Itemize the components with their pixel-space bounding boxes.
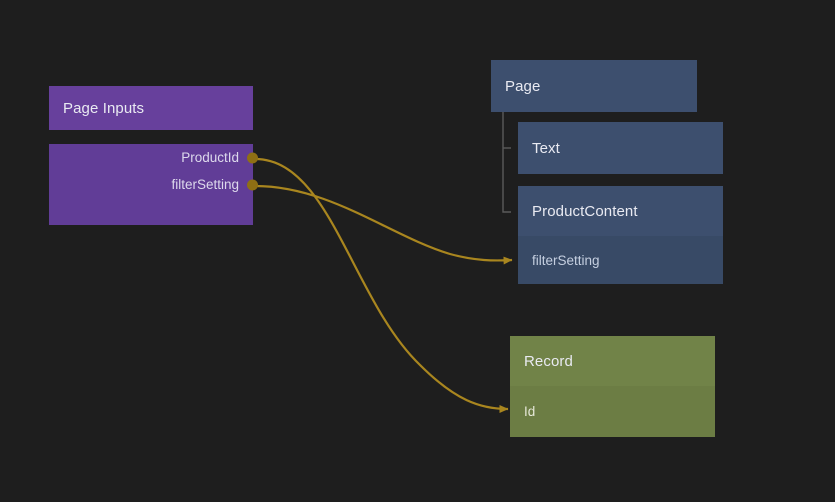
node-record[interactable]: Record Id [510,336,715,437]
port-row-filtersetting[interactable]: filterSetting [49,171,258,198]
port-dot-filtersetting[interactable] [247,179,258,190]
edge-filtersetting-to-productcontent [254,184,513,265]
tree-bracket-connector [502,112,511,213]
node-productcontent-body: filterSetting [518,236,723,284]
port-label-productcontent-filtersetting: filterSetting [532,252,600,268]
node-record-body: Id [510,386,715,437]
node-page-title: Page [505,77,541,95]
node-page-inputs-title: Page Inputs [63,99,145,117]
node-page-inputs-body: ProductId filterSetting [49,144,258,225]
node-record-header[interactable]: Record [510,336,715,386]
edge-productid-to-record-id [254,157,509,413]
port-row-productcontent-filtersetting[interactable]: filterSetting [518,236,723,284]
port-dot-productid[interactable] [247,152,258,163]
node-record-title: Record [524,352,573,370]
node-page-inputs[interactable]: Page Inputs ProductId filterSetting [49,86,258,225]
node-page-inputs-header[interactable]: Page Inputs [49,86,253,130]
port-label-productid: ProductId [181,150,239,165]
node-page-header[interactable]: Page [491,60,697,112]
node-text-header[interactable]: Text [518,122,723,174]
port-label-record-id: Id [524,404,536,419]
node-text[interactable]: Text [518,122,723,174]
port-row-record-id[interactable]: Id [510,386,715,437]
node-page[interactable]: Page [491,60,697,112]
port-label-filtersetting: filterSetting [171,177,239,192]
port-row-productid[interactable]: ProductId [49,144,258,171]
node-productcontent[interactable]: ProductContent filterSetting [518,186,723,284]
node-productcontent-title: ProductContent [532,202,638,220]
node-text-title: Text [532,139,560,157]
node-productcontent-header[interactable]: ProductContent [518,186,723,236]
